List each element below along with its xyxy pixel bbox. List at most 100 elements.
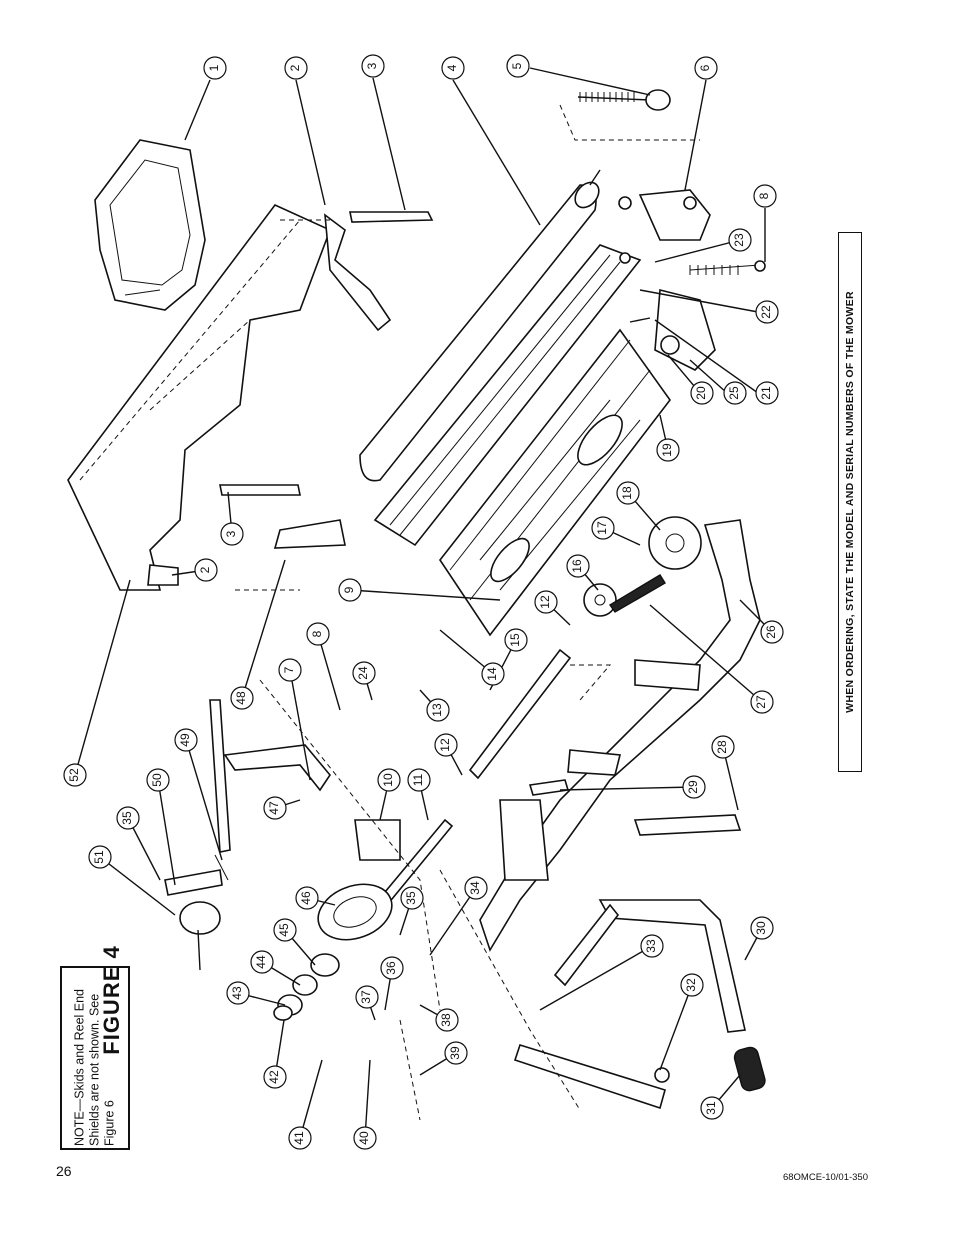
callout-46: 46 bbox=[295, 886, 319, 910]
callout-37: 37 bbox=[355, 985, 379, 1009]
svg-text:8: 8 bbox=[757, 192, 771, 199]
svg-text:12: 12 bbox=[538, 595, 552, 609]
part-reel-frame bbox=[373, 244, 671, 637]
svg-text:21: 21 bbox=[759, 386, 773, 400]
svg-text:3: 3 bbox=[365, 62, 379, 69]
callout-13: 13 bbox=[426, 698, 450, 722]
svg-text:49: 49 bbox=[178, 733, 192, 747]
svg-text:6: 6 bbox=[698, 64, 712, 71]
callout-14: 14 bbox=[481, 662, 505, 686]
part-bracket-bar bbox=[513, 1044, 670, 1110]
callout-2: 2 bbox=[284, 56, 308, 80]
svg-text:18: 18 bbox=[620, 486, 634, 500]
svg-text:8: 8 bbox=[310, 630, 324, 637]
svg-text:14: 14 bbox=[485, 667, 499, 681]
part-pulley-assembly bbox=[179, 883, 393, 1021]
callout-41: 41 bbox=[288, 1126, 312, 1150]
callout-8: 8 bbox=[753, 184, 777, 208]
svg-text:13: 13 bbox=[430, 703, 444, 717]
svg-text:3: 3 bbox=[224, 530, 238, 537]
part-bolt-bracket bbox=[559, 89, 711, 241]
svg-text:46: 46 bbox=[299, 891, 313, 905]
svg-text:32: 32 bbox=[684, 978, 698, 992]
svg-text:48: 48 bbox=[234, 691, 248, 705]
callout-19: 19 bbox=[656, 438, 680, 462]
callout-29: 29 bbox=[682, 775, 706, 799]
callout-35a: 35 bbox=[116, 806, 140, 830]
callout-1: 1 bbox=[203, 56, 227, 80]
svg-text:5: 5 bbox=[510, 62, 524, 69]
part-roller bbox=[359, 169, 601, 482]
callout-6: 6 bbox=[694, 56, 718, 80]
svg-text:12: 12 bbox=[438, 738, 452, 752]
svg-text:17: 17 bbox=[595, 521, 609, 535]
part-sprockets bbox=[583, 516, 702, 617]
callout-11: 11 bbox=[407, 768, 431, 792]
callout-25: 25 bbox=[723, 381, 747, 405]
svg-text:36: 36 bbox=[384, 961, 398, 975]
svg-text:38: 38 bbox=[439, 1013, 453, 1027]
callout-34: 34 bbox=[464, 876, 488, 900]
guide-lines bbox=[235, 219, 612, 1121]
part-frame-plate bbox=[67, 204, 332, 591]
svg-text:29: 29 bbox=[686, 780, 700, 794]
part-right-arm bbox=[619, 252, 766, 371]
callout-35b: 35 bbox=[400, 886, 424, 910]
svg-text:34: 34 bbox=[468, 881, 482, 895]
ordering-note-box bbox=[838, 232, 862, 772]
callout-48: 48 bbox=[230, 686, 254, 710]
svg-text:35: 35 bbox=[120, 811, 134, 825]
callouts: 1 2 3 4 5 6 8 23 22 21 25 20 19 18 17 16… bbox=[63, 54, 784, 1150]
callout-16: 16 bbox=[566, 554, 590, 578]
svg-text:7: 7 bbox=[282, 666, 296, 673]
svg-text:15: 15 bbox=[508, 633, 522, 647]
svg-text:10: 10 bbox=[381, 773, 395, 787]
callout-3: 3 bbox=[361, 54, 385, 78]
svg-text:28: 28 bbox=[715, 740, 729, 754]
callout-27: 27 bbox=[750, 690, 774, 714]
callout-49: 49 bbox=[174, 728, 198, 752]
callout-2b: 2 bbox=[194, 558, 218, 582]
part-brackets bbox=[147, 213, 392, 586]
callout-22: 22 bbox=[755, 300, 779, 324]
svg-text:37: 37 bbox=[359, 990, 373, 1004]
svg-text:31: 31 bbox=[704, 1101, 718, 1115]
callout-4: 4 bbox=[441, 56, 465, 80]
callout-47: 47 bbox=[263, 796, 287, 820]
part-handle-bar bbox=[553, 899, 766, 1092]
callout-52: 52 bbox=[63, 763, 87, 787]
note-text: NOTE—Skids and Reel End Shields are not … bbox=[72, 988, 117, 1146]
callout-45: 45 bbox=[273, 918, 297, 942]
svg-text:30: 30 bbox=[754, 921, 768, 935]
svg-text:51: 51 bbox=[92, 850, 106, 864]
part-mount-brackets bbox=[354, 779, 742, 881]
document-id: 68OMCE-10/01-350 bbox=[782, 1172, 868, 1183]
svg-text:9: 9 bbox=[342, 586, 356, 593]
svg-text:44: 44 bbox=[254, 955, 268, 969]
callout-18: 18 bbox=[616, 481, 640, 505]
svg-text:42: 42 bbox=[267, 1070, 281, 1084]
callout-38: 38 bbox=[435, 1008, 459, 1032]
callout-28: 28 bbox=[711, 735, 735, 759]
callout-31: 31 bbox=[700, 1096, 724, 1120]
callout-17: 17 bbox=[591, 516, 615, 540]
callout-7: 7 bbox=[278, 658, 302, 682]
svg-text:22: 22 bbox=[759, 305, 773, 319]
svg-text:43: 43 bbox=[230, 986, 244, 1000]
callout-51: 51 bbox=[88, 845, 112, 869]
svg-text:2: 2 bbox=[198, 566, 212, 573]
note-box bbox=[60, 966, 130, 1150]
part-bars bbox=[219, 211, 434, 496]
page-number: 26 bbox=[56, 1163, 72, 1179]
svg-text:11: 11 bbox=[411, 773, 425, 786]
part-linkage bbox=[164, 519, 346, 896]
svg-text:26: 26 bbox=[764, 625, 778, 639]
callout-3b: 3 bbox=[220, 522, 244, 546]
svg-text:45: 45 bbox=[277, 923, 291, 937]
svg-text:2: 2 bbox=[288, 64, 302, 71]
svg-text:23: 23 bbox=[732, 233, 746, 247]
svg-text:50: 50 bbox=[150, 773, 164, 787]
svg-text:20: 20 bbox=[694, 386, 708, 400]
callout-10: 10 bbox=[377, 768, 401, 792]
